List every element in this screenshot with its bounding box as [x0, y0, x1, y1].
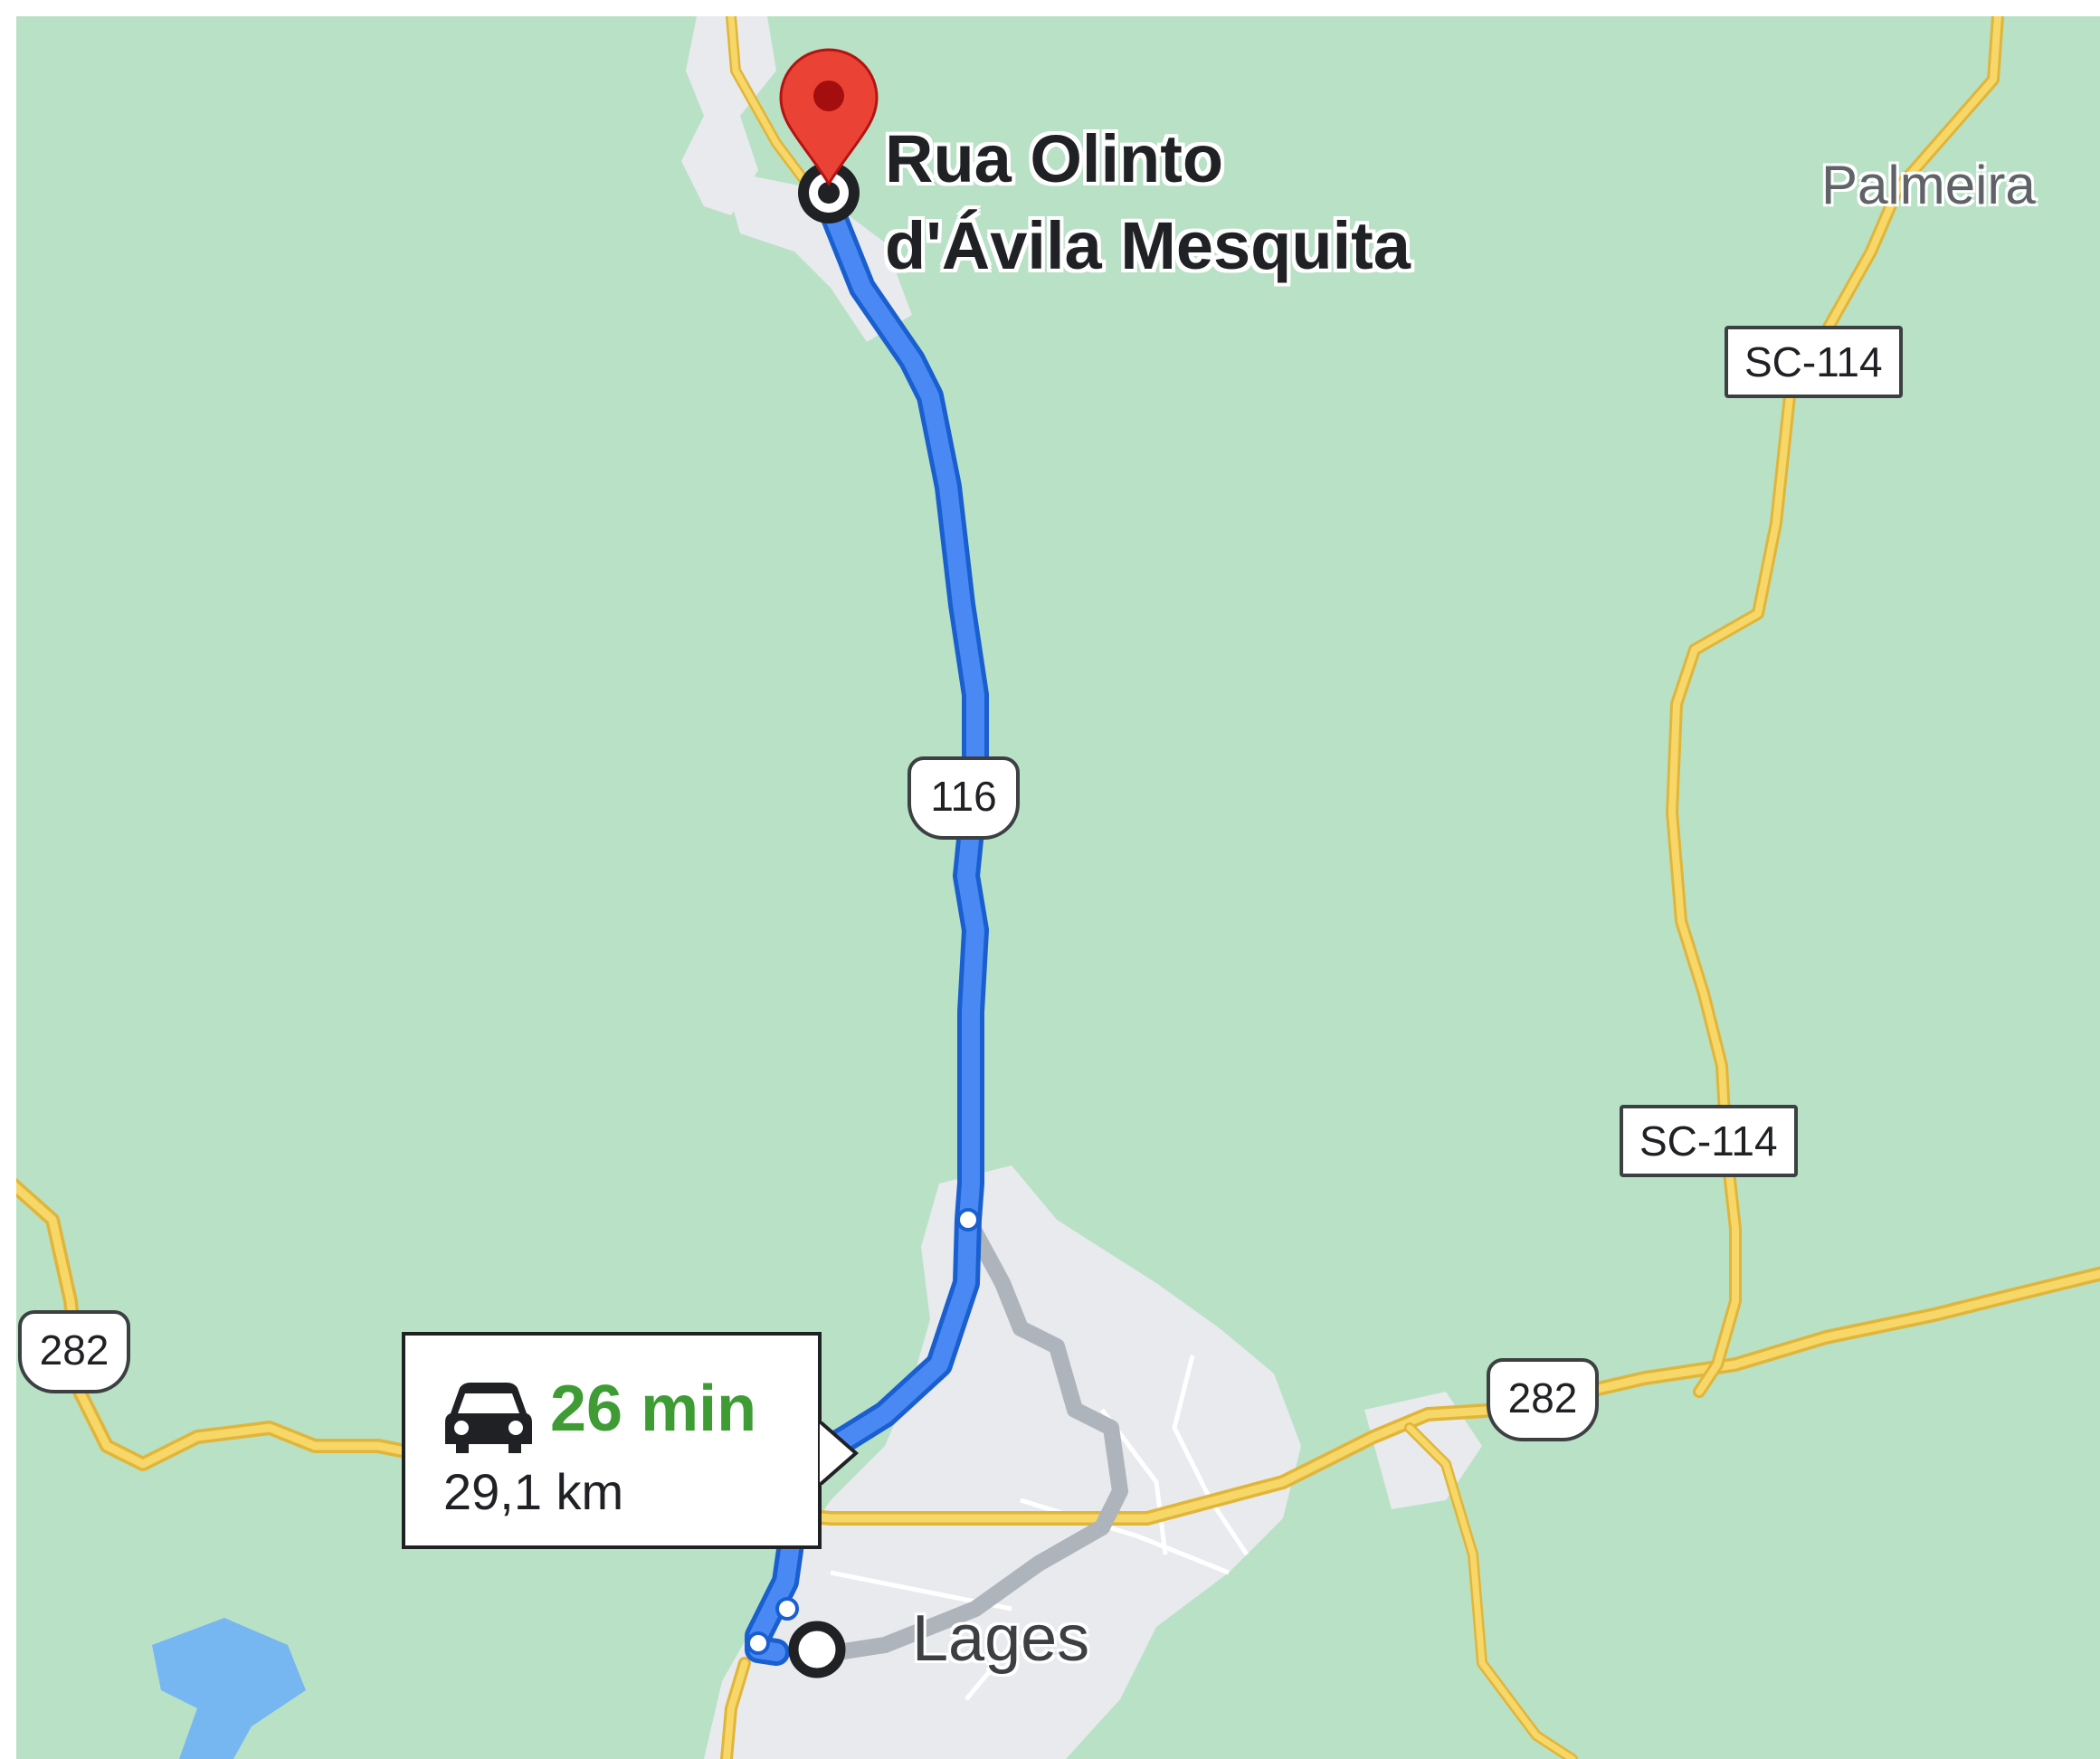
route-info-card[interactable]: 26 min 29,1 km: [402, 1332, 860, 1549]
destination-label-line1: Rua Olinto: [885, 121, 1224, 196]
destination-marker: [798, 162, 860, 223]
alternative-route: [818, 1212, 1128, 1662]
road-shield-br116: 116: [907, 756, 1020, 840]
urban-area-north: [681, 16, 776, 215]
lake: [152, 1618, 306, 1759]
map-canvas[interactable]: Rua Olinto d'Ávila Mesquita Palmeira Lag…: [16, 16, 2100, 1759]
road-north: [727, 16, 807, 183]
destination-label-line2: d'Ávila Mesquita: [885, 208, 1411, 283]
road-br116-south: [723, 1659, 748, 1759]
card-pointer: [820, 1421, 860, 1485]
road-sc114: [1668, 16, 2001, 1395]
road-shield-br282: 282: [1487, 1358, 1599, 1441]
road-shield-sc114: SC-114: [1725, 326, 1903, 398]
car-icon: [445, 1383, 532, 1453]
city-label-lages[interactable]: Lages: [912, 1602, 1090, 1675]
route-distance: 29,1 km: [443, 1463, 624, 1520]
highways: [16, 16, 2100, 1759]
destination-label[interactable]: Rua Olinto d'Ávila Mesquita: [885, 116, 1411, 290]
road-shield-sc114: SC-114: [1620, 1105, 1798, 1177]
urban-area-lages: [704, 1165, 1301, 1759]
origin-marker: [788, 1621, 846, 1678]
road-sc114: [1666, 16, 2004, 1398]
route-waypoint: [746, 1631, 770, 1655]
town-label-palmeira[interactable]: Palmeira: [1821, 155, 2036, 215]
map-pin-icon: [779, 48, 879, 186]
route-duration: 26 min: [550, 1373, 757, 1445]
road-shield-br282: 282: [18, 1310, 130, 1393]
route-waypoint: [775, 1597, 799, 1621]
road-south-east: [1406, 1424, 1576, 1759]
route-waypoint: [956, 1208, 980, 1231]
